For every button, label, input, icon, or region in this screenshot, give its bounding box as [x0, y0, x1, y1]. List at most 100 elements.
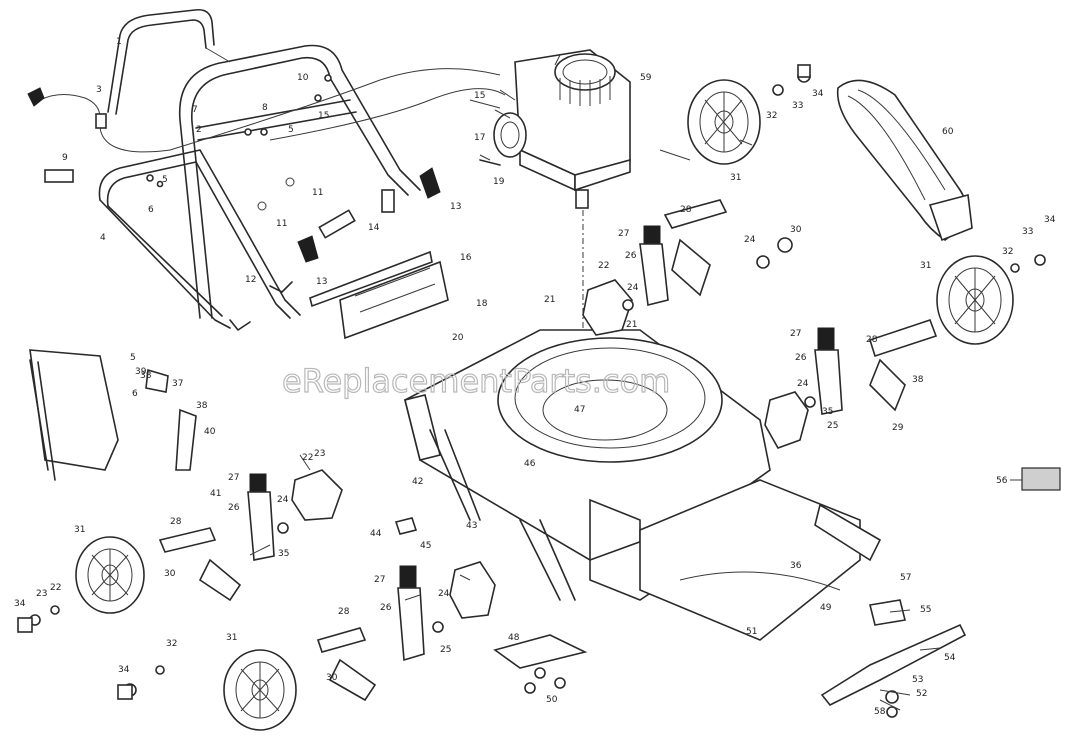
callout-47: 47 [574, 405, 585, 415]
callout-32: 32 [166, 639, 177, 649]
lower-handle [98, 149, 301, 329]
callout-5: 5 [162, 175, 168, 185]
callout-18: 18 [476, 299, 488, 309]
callout-34: 34 [118, 665, 130, 675]
callout-8: 8 [262, 103, 268, 113]
callout-31: 31 [920, 261, 931, 271]
callout-38: 38 [196, 401, 208, 411]
callout-60: 60 [942, 127, 954, 137]
callout-24: 24 [438, 589, 450, 599]
callout-24: 24 [744, 235, 756, 245]
part-56-box [1021, 467, 1061, 491]
callout-28: 28 [866, 335, 878, 345]
wheel-front-bottom [223, 649, 297, 731]
callout-35: 35 [822, 407, 833, 417]
callout-43: 43 [466, 521, 477, 531]
callout-21: 21 [544, 295, 555, 305]
wheel-mid-right [936, 255, 1014, 345]
grass-bag [836, 79, 973, 242]
callout-16: 16 [460, 253, 472, 263]
callout-12: 12 [245, 275, 256, 285]
callout-27: 27 [790, 329, 801, 339]
throttle-cable [39, 68, 501, 153]
callout-35: 35 [278, 549, 289, 559]
callout-6: 6 [148, 205, 154, 215]
callout-39: 39 [135, 367, 147, 377]
callout-9: 9 [62, 153, 68, 163]
callout-52: 52 [916, 689, 927, 699]
callout-24: 24 [627, 283, 639, 293]
callout-54: 54 [944, 653, 956, 663]
callout-19: 19 [493, 177, 505, 187]
callout-37: 37 [172, 379, 183, 389]
misc-parts [17, 64, 1061, 700]
callout-22: 22 [598, 261, 609, 271]
callout-36: 36 [790, 561, 802, 571]
callout-28: 28 [170, 517, 182, 527]
callout-10: 10 [297, 73, 309, 83]
callout-26: 26 [380, 603, 392, 613]
callout-31: 31 [74, 525, 85, 535]
engine [479, 49, 631, 209]
cable-control-icon [27, 87, 45, 107]
callout-55: 55 [920, 605, 931, 615]
callout-58: 58 [874, 707, 886, 717]
callout-32: 32 [766, 111, 777, 121]
height-adjust-plates [309, 250, 449, 340]
callout-34: 34 [14, 599, 26, 609]
callout-6: 6 [132, 389, 138, 399]
callout-42: 42 [412, 477, 423, 487]
callout-34: 34 [1044, 215, 1056, 225]
callout-26: 26 [625, 251, 637, 261]
callout-27: 27 [374, 575, 385, 585]
callout-22: 22 [50, 583, 61, 593]
callout-11: 11 [312, 188, 323, 198]
callout-29: 29 [892, 423, 904, 433]
callout-3: 3 [96, 85, 102, 95]
callout-45: 45 [420, 541, 431, 551]
callout-13: 13 [316, 277, 327, 287]
callout-25: 25 [440, 645, 451, 655]
callout-38: 38 [140, 371, 152, 381]
callout-33: 33 [1022, 227, 1033, 237]
callout-2: 2 [196, 125, 202, 135]
callout-21: 21 [626, 320, 637, 330]
callout-48: 48 [508, 633, 520, 643]
callout-50: 50 [546, 695, 558, 705]
callout-27: 27 [228, 473, 239, 483]
callout-38: 38 [912, 375, 924, 385]
callout-24: 24 [277, 495, 289, 505]
callout-56: 56 [996, 476, 1008, 486]
upper-handle [178, 44, 421, 319]
callout-26: 26 [795, 353, 807, 363]
callout-14: 14 [368, 223, 380, 233]
callout-26: 26 [228, 503, 240, 513]
callout-17: 17 [474, 133, 485, 143]
callout-40: 40 [204, 427, 216, 437]
callout-15: 15 [318, 111, 329, 121]
callout-7: 7 [192, 105, 198, 115]
callout-15: 15 [474, 91, 485, 101]
wheel-top-right [687, 79, 761, 165]
callout-22: 22 [302, 453, 313, 463]
callout-44: 44 [370, 529, 382, 539]
callout-25: 25 [827, 421, 838, 431]
callout-32: 32 [1002, 247, 1013, 257]
callout-11: 11 [276, 219, 287, 229]
callout-59: 59 [640, 73, 652, 83]
watermark: eReplacementParts.com [282, 362, 670, 400]
callout-labels: 1 2 3 4 5 5 5 6 6 7 8 9 10 11 11 12 13 1… [14, 37, 1056, 717]
callout-46: 46 [524, 459, 536, 469]
callout-51: 51 [746, 627, 757, 637]
callout-31: 31 [226, 633, 237, 643]
callout-30: 30 [164, 569, 176, 579]
callout-5: 5 [288, 125, 294, 135]
control-bail [107, 8, 231, 115]
callout-30: 30 [326, 673, 338, 683]
label-part-9 [44, 169, 74, 183]
leader-lines [249, 54, 1022, 711]
baffle-bar [429, 429, 588, 669]
cable-clip [95, 113, 107, 129]
rear-flap [29, 349, 119, 481]
